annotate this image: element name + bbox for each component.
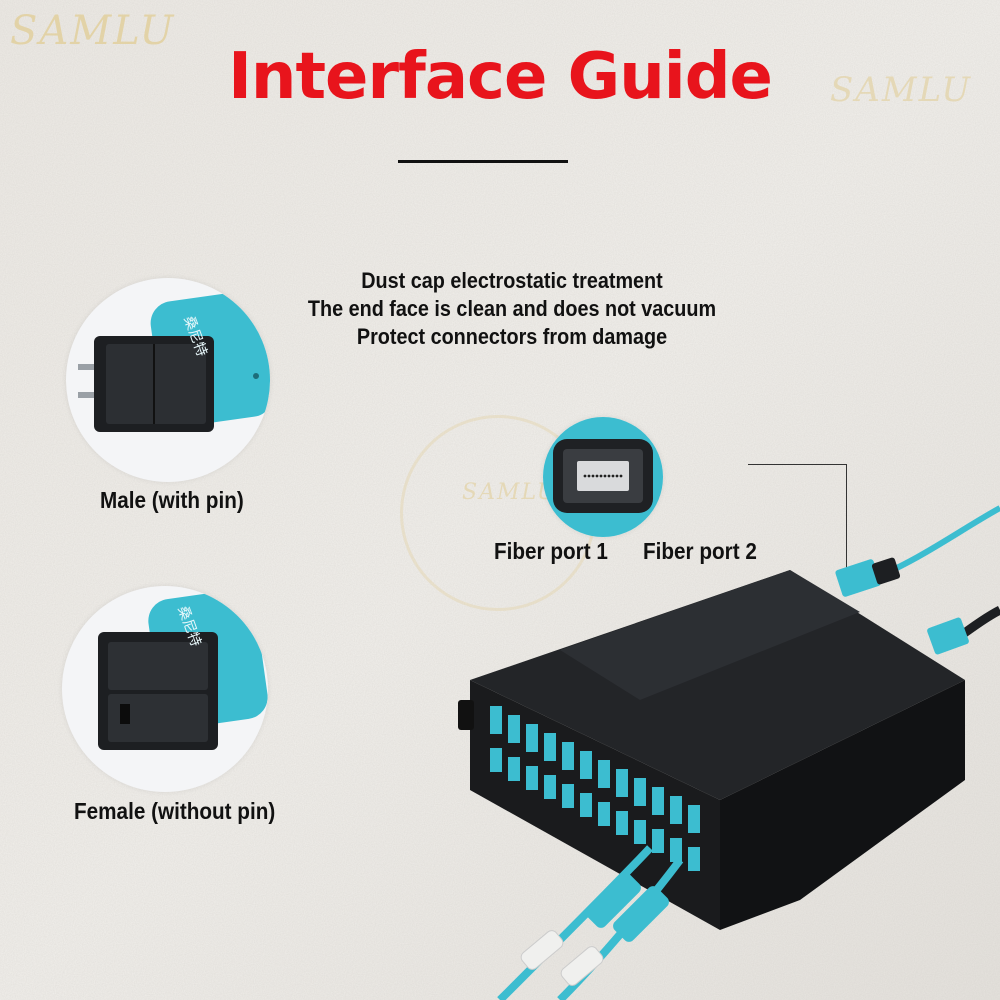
brand-watermark-top-right: SAMLU — [830, 70, 973, 110]
feature-line-3: Protect connectors from damage — [356, 324, 668, 349]
page-title: Interface Guide — [228, 40, 773, 114]
fiber-port-image — [543, 417, 663, 537]
mpo-port-icon — [543, 417, 663, 537]
fiber-port-1-label: Fiber port 1 — [494, 538, 608, 564]
male-connector-label: Male (with pin) — [100, 487, 244, 513]
female-connector-icon: 桑尼特 — [98, 589, 268, 750]
mpo-cassette-illustration — [458, 505, 1000, 1000]
feature-line-2: The end face is clean and does not vacuu… — [307, 296, 717, 321]
fiber-port-2-label: Fiber port 2 — [643, 538, 757, 564]
pointer-line-horizontal — [748, 464, 846, 465]
pointer-line-vertical — [846, 464, 847, 568]
brand-watermark-top-left: SAMLU — [10, 8, 176, 54]
feature-line-1: Dust cap electrostatic treatment — [361, 268, 663, 293]
female-connector-image: 桑尼特 — [62, 586, 268, 792]
female-connector-label: Female (without pin) — [74, 798, 276, 824]
title-underline — [398, 160, 568, 163]
male-connector-icon: 桑尼特 — [78, 291, 270, 432]
male-connector-image: 桑尼特 — [66, 278, 270, 482]
